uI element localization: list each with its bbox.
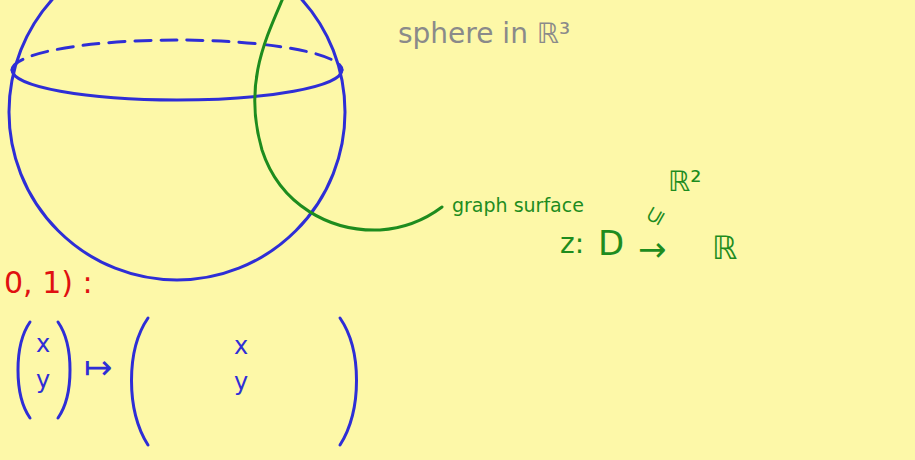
math-symbol: ⊆	[641, 203, 669, 230]
math-symbol: z:	[560, 230, 584, 258]
math-symbol: ℝ²	[668, 168, 701, 196]
right-paren	[340, 318, 357, 445]
vector-entry: x	[36, 332, 50, 356]
math-symbol: ℝ	[712, 232, 737, 264]
vector-entry: x	[234, 334, 248, 358]
left-paren	[18, 322, 30, 418]
left-paren	[132, 318, 149, 445]
title-note: sphere in ℝ³	[398, 20, 570, 48]
maps-to: ↦	[84, 350, 113, 384]
sphere-outline	[9, 0, 345, 280]
math-symbol: D	[598, 226, 624, 260]
curve-label: graph surface	[452, 196, 584, 215]
equator-front	[12, 70, 342, 100]
math-symbol: →	[638, 232, 667, 266]
interval-label: 0, 1) :	[4, 268, 93, 298]
equator-back	[12, 40, 342, 70]
right-paren	[58, 322, 70, 418]
vector-entry: y	[234, 370, 248, 394]
vector-entry: y	[36, 368, 50, 392]
